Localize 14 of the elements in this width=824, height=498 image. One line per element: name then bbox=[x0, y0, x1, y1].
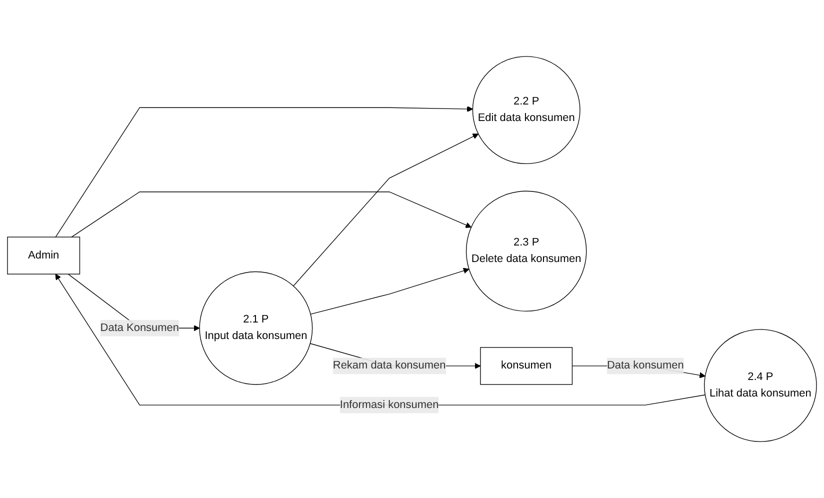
edge-label: Informasi konsumen bbox=[340, 398, 439, 411]
node-box: konsumen bbox=[480, 347, 573, 385]
edge-label: Rekam data konsumen bbox=[332, 360, 446, 372]
node-circle: 2.1 P Input data konsumen bbox=[199, 271, 313, 385]
edge-label: Data konsumen bbox=[606, 360, 684, 372]
arrow bbox=[71, 192, 472, 238]
arrow bbox=[55, 106, 473, 238]
node-box: Admin bbox=[7, 236, 80, 274]
node-circle: 2.3 P Delete data konsumen bbox=[466, 190, 587, 312]
arrow bbox=[293, 134, 479, 286]
node-circle: 2.2 P Edit data konsumen bbox=[472, 56, 580, 164]
edge-label: Data Konsumen bbox=[100, 322, 179, 334]
arrow bbox=[310, 268, 470, 314]
node-circle: 2.4 P Lihat data konsumen bbox=[704, 329, 817, 442]
